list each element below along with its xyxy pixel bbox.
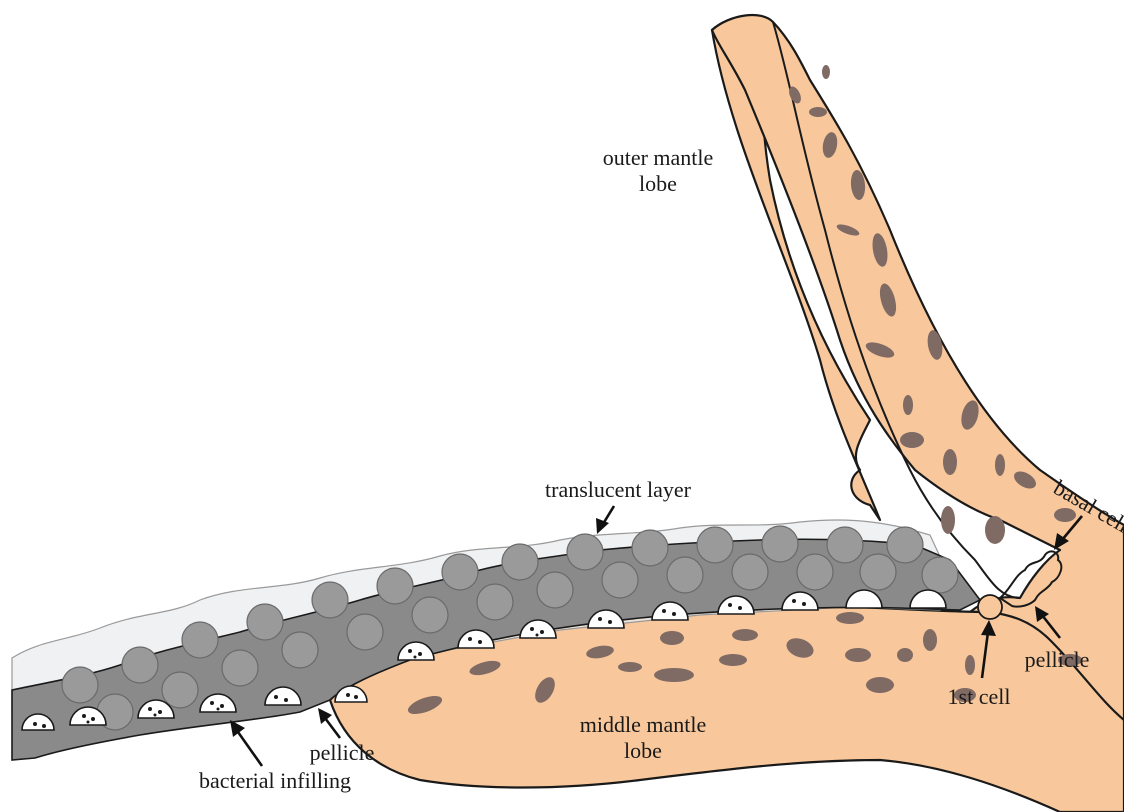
label-outer-mantle-lobe-line1: outer mantle	[603, 145, 714, 170]
label-middle-mantle-lobe-line1: middle mantle	[580, 712, 706, 737]
arrow-bacterial-infilling	[230, 720, 262, 766]
label-bacterial-infilling: bacterial infilling	[199, 768, 351, 793]
label-pellicle-right: pellicle	[1025, 647, 1090, 672]
arrow-translucent-layer	[596, 506, 614, 534]
label-middle-mantle-lobe-line2: lobe	[624, 738, 662, 763]
label-pellicle-left: pellicle	[310, 740, 375, 765]
label-outer-mantle-lobe-line2: lobe	[639, 171, 677, 196]
label-first-cell: 1st cell	[948, 684, 1011, 709]
label-translucent-layer: translucent layer	[545, 477, 692, 502]
